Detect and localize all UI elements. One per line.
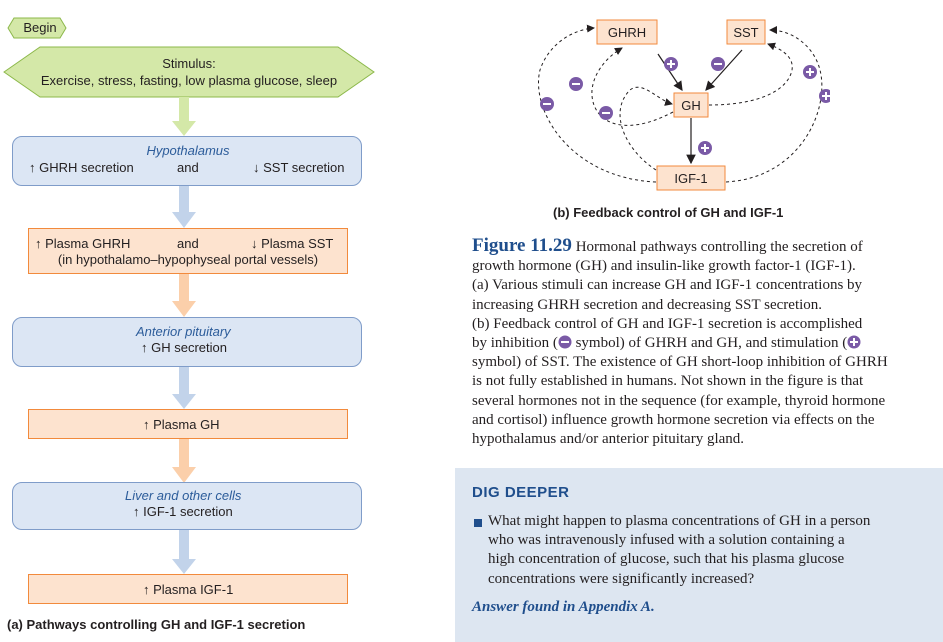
plasma-gh-box: ↑ Plasma GH xyxy=(28,409,348,439)
sst-secretion-label: ↓ SST secretion xyxy=(253,160,345,175)
liver-box: Liver and other cells ↑ IGF-1 secretion xyxy=(12,482,362,530)
minus-symbol-igf-ghrh-outer xyxy=(540,97,554,111)
plasma-ghrh-box: ↑ Plasma GHRH and ↓ Plasma SST (in hypot… xyxy=(28,228,348,274)
question-line-3: high concentration of glucose, such that… xyxy=(488,551,845,568)
caption-line-8: is not fully established in humans. Not … xyxy=(472,373,864,390)
question-line-1: What might happen to plasma concentratio… xyxy=(488,513,871,529)
sst-box xyxy=(726,19,766,45)
arrow-stimulus-to-hypothalamus xyxy=(172,97,196,136)
caption-line-10: and cortisol) influence growth hormone s… xyxy=(472,411,875,428)
feedback-diagram xyxy=(538,19,830,191)
feedback-igf-to-sst xyxy=(725,26,823,183)
feedback-gh-to-sst xyxy=(708,42,793,106)
plasma-igf-box: ↑ Plasma IGF-1 xyxy=(28,574,348,604)
gh-secretion-label: ↑ GH secretion xyxy=(141,340,227,355)
caption-line-4: increasing GHRH secretion and decreasing… xyxy=(472,296,823,313)
hypothalamus-title: Hypothalamus xyxy=(146,143,230,158)
plus-symbol-gh-igf xyxy=(698,141,712,155)
igf-secretion-label: ↑ IGF-1 secretion xyxy=(133,504,233,519)
plus-symbol-gh-sst xyxy=(803,65,817,79)
bullet-square xyxy=(474,519,482,527)
feedback-igf-to-gh xyxy=(619,86,673,171)
plasma-sst-label: ↓ Plasma SST xyxy=(251,236,334,251)
caption-line-7: symbol) of SST. The existence of GH shor… xyxy=(472,354,888,371)
ghrh-secretion-label: ↑ GHRH secretion xyxy=(29,160,134,175)
hypothalamus-box: Hypothalamus ↑ GHRH secretion and ↓ SST … xyxy=(12,136,362,186)
and-label-1: and xyxy=(177,160,199,175)
caption-line-5: (b) Feedback control of GH and IGF-1 sec… xyxy=(472,315,863,332)
plus-symbol-ghrh-gh xyxy=(664,57,678,71)
caption-line-6b: symbol) of GHRH and GH, and stimulation … xyxy=(571,335,848,352)
portal-vessels-label: (in hypothalamo–hypophyseal portal vesse… xyxy=(57,252,319,267)
ghrh-label: GHRH xyxy=(607,25,647,40)
stimulus-text: Exercise, stress, fasting, low plasma gl… xyxy=(40,73,338,88)
arrow-liver-to-plasma-igf xyxy=(172,530,196,574)
question-line-2: who was intravenously infused with a sol… xyxy=(488,532,845,549)
dig-question: What might happen to plasma concentratio… xyxy=(488,512,938,589)
plasma-ghrh-label: ↑ Plasma GHRH xyxy=(35,236,131,251)
igf-label: IGF-1 xyxy=(674,171,708,186)
sst-label: SST xyxy=(733,25,759,40)
flow-arrows xyxy=(3,17,375,574)
arrow-pituitary-to-plasma-gh xyxy=(172,366,196,409)
minus-symbol-gh-ghrh xyxy=(569,77,583,91)
caption-line-3: (a) Various stimuli can increase GH and … xyxy=(472,277,863,294)
minus-symbol-igf-gh xyxy=(599,106,613,120)
caption-a: (a) Pathways controlling GH and IGF-1 se… xyxy=(7,617,306,632)
caption-line-6a: by inhibition ( xyxy=(472,335,558,352)
arrow-plasma-gh-to-liver xyxy=(172,439,196,483)
pituitary-title: Anterior pituitary xyxy=(136,324,231,339)
caption-line-11: hypothalamus and/or anterior pituitary g… xyxy=(472,431,745,448)
plus-symbol-icon xyxy=(847,335,861,349)
and-label-2: and xyxy=(177,236,199,251)
caption-line-1: Hormonal pathways controlling the secret… xyxy=(575,239,863,255)
begin-tag-shape xyxy=(7,17,67,39)
arrow-ghrh-to-gh xyxy=(657,53,683,91)
caption-b: (b) Feedback control of GH and IGF-1 xyxy=(553,205,784,220)
figure-caption: Figure 11.29 Hormonal pathways controlli… xyxy=(472,236,942,449)
caption-line-2: growth hormone (GH) and insulin-like gro… xyxy=(472,258,856,275)
caption-line-9: several hormones not in the sequence (fo… xyxy=(472,392,886,409)
anterior-pituitary-box: Anterior pituitary ↑ GH secretion xyxy=(12,317,362,367)
gh-label: GH xyxy=(681,98,701,113)
igf-box xyxy=(656,165,726,191)
dig-deeper-title: DIG DEEPER xyxy=(472,484,570,501)
arrow-hypothalamus-to-plasma xyxy=(172,185,196,228)
stimulus-hexagon xyxy=(3,46,375,98)
arrow-sst-to-gh xyxy=(705,49,743,91)
gh-box xyxy=(673,92,709,118)
feedback-gh-to-ghrh xyxy=(591,47,674,126)
question-line-4: concentrations were significantly increa… xyxy=(488,570,755,587)
answer-note: Answer found in Appendix A. xyxy=(472,599,655,615)
begin-label: Begin xyxy=(23,20,57,35)
figure-label: Figure 11.29 xyxy=(472,235,572,256)
plasma-igf-label: ↑ Plasma IGF-1 xyxy=(143,582,234,597)
ghrh-box xyxy=(596,19,658,45)
arrow-plasma-to-pituitary xyxy=(172,274,196,317)
minus-symbol-sst-gh xyxy=(711,57,725,71)
plus-symbol-igf-sst xyxy=(819,89,830,103)
liver-title: Liver and other cells xyxy=(125,488,242,503)
stimulus-title: Stimulus: xyxy=(162,56,216,71)
minus-symbol-icon xyxy=(558,335,572,349)
plasma-gh-label: ↑ Plasma GH xyxy=(143,417,220,432)
dig-deeper-panel: DIG DEEPER What might happen to plasma c… xyxy=(455,468,943,642)
feedback-igf-to-ghrh xyxy=(538,24,657,183)
